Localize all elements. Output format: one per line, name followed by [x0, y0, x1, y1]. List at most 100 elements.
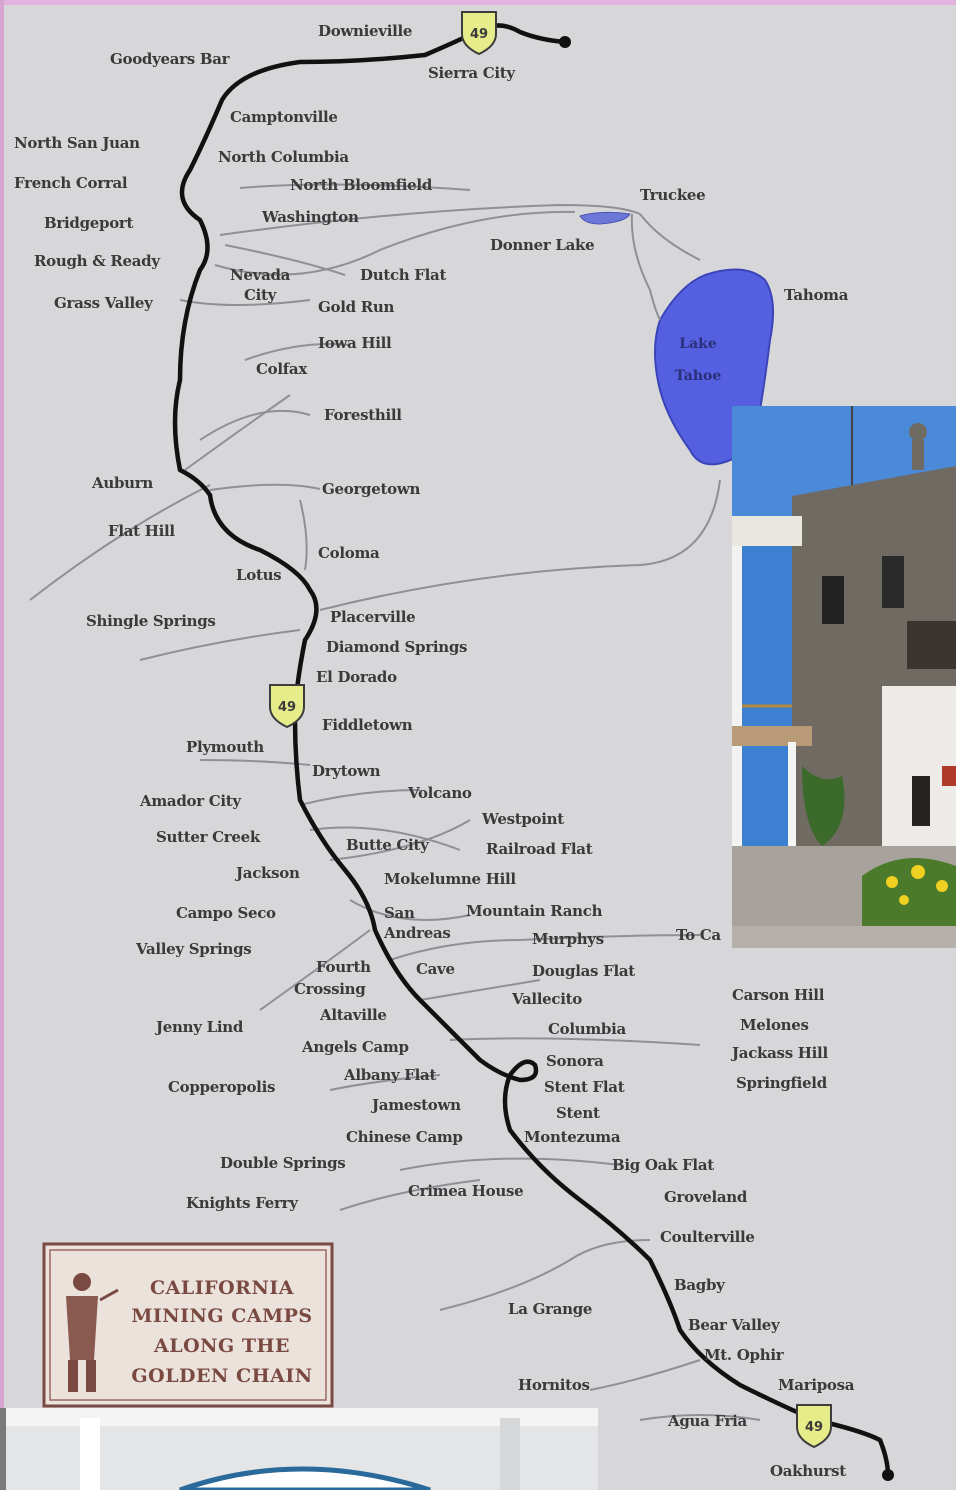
place-label: Carson Hill — [732, 986, 825, 1004]
place-label: Mountain Ranch — [466, 902, 603, 920]
svg-text:49: 49 — [470, 27, 488, 42]
svg-text:49: 49 — [805, 1420, 823, 1435]
place-label: Plymouth — [186, 738, 264, 756]
place-label: Valley Springs — [135, 940, 251, 958]
place-label: Goodyears Bar — [110, 50, 231, 68]
place-label: Jamestown — [370, 1096, 461, 1114]
place-label: Dutch Flat — [360, 266, 446, 284]
lake-tahoe-label: Tahoe — [675, 368, 722, 384]
place-label: Grass Valley — [54, 294, 154, 312]
place-label: North Columbia — [218, 148, 349, 166]
place-label: Crossing — [294, 980, 366, 998]
place-label: Groveland — [664, 1188, 748, 1206]
place-label: Copperopolis — [168, 1078, 275, 1096]
place-label: Cave — [416, 960, 455, 978]
highway-49-route — [172, 23, 891, 1478]
place-label: Iowa Hill — [318, 334, 392, 352]
place-label: Douglas Flat — [532, 962, 635, 980]
place-label: Coulterville — [660, 1228, 755, 1246]
building-photo — [732, 406, 956, 948]
map-cartouche: CALIFORNIA MINING CAMPS ALONG THE GOLDEN… — [42, 1242, 334, 1408]
highway-shield-icon: 49 — [269, 684, 305, 729]
place-label: Foresthill — [324, 406, 402, 424]
place-label: Mokelumne Hill — [384, 870, 516, 888]
place-label: Tahoma — [784, 286, 849, 304]
place-label: Montezuma — [524, 1128, 621, 1146]
place-label: Railroad Flat — [486, 840, 593, 858]
cartouche-title-line: CALIFORNIA — [150, 1277, 294, 1299]
place-label: La Grange — [508, 1300, 592, 1318]
place-label: Donner Lake — [490, 236, 594, 254]
place-label: Sierra City — [428, 64, 516, 82]
place-label: Colfax — [256, 360, 308, 378]
sign-photo — [0, 1408, 598, 1490]
place-label: Agua Fria — [667, 1412, 748, 1430]
place-label: Placerville — [330, 608, 415, 626]
place-label: Fiddletown — [322, 716, 413, 734]
place-label: Georgetown — [322, 480, 420, 498]
place-label: Stent Flat — [544, 1078, 625, 1096]
place-label: Auburn — [91, 474, 153, 492]
place-label: Knights Ferry — [186, 1194, 299, 1212]
donner-lake-shape — [579, 211, 631, 225]
highway-shield-icon: 49 — [461, 11, 497, 56]
place-label: Butte City — [346, 836, 430, 854]
place-label: Shingle Springs — [86, 612, 216, 630]
place-label: Angels Camp — [301, 1038, 409, 1056]
place-label: Bagby — [674, 1276, 726, 1294]
place-label: Big Oak Flat — [612, 1156, 714, 1174]
place-label: Truckee — [640, 186, 705, 204]
cartouche-title-line: GOLDEN CHAIN — [131, 1365, 312, 1387]
place-label: North Bloomfield — [290, 176, 433, 194]
place-label: Lotus — [236, 566, 281, 584]
place-label: Mt. Ophir — [704, 1346, 785, 1364]
place-label: Mariposa — [778, 1376, 855, 1394]
place-label: Flat Hill — [108, 522, 175, 540]
place-label: Jackson — [234, 864, 300, 882]
place-label: Jenny Lind — [154, 1018, 244, 1036]
place-label: Diamond Springs — [326, 638, 467, 656]
place-label: Sutter Creek — [156, 828, 261, 846]
place-label: Vallecito — [511, 990, 582, 1008]
left-border — [0, 0, 4, 1490]
miner-figure-icon — [66, 1273, 119, 1392]
place-label: Campo Seco — [176, 904, 276, 922]
place-label: Amador City — [139, 792, 242, 810]
route-end-dot — [559, 36, 571, 48]
place-label: Chinese Camp — [346, 1128, 463, 1146]
place-label: San — [384, 904, 415, 922]
place-label: North San Juan — [14, 134, 140, 152]
route-end-dot-south — [882, 1469, 894, 1481]
place-label: French Corral — [14, 174, 128, 192]
place-label: Camptonville — [230, 108, 338, 126]
place-label: Altaville — [319, 1006, 387, 1024]
place-label: Stent — [556, 1104, 600, 1122]
place-label: Westpoint — [481, 810, 564, 828]
place-label: El Dorado — [316, 668, 397, 686]
cartouche-title-line: MINING CAMPS — [131, 1305, 312, 1327]
place-label: Andreas — [383, 924, 451, 942]
place-label: Drytown — [312, 762, 381, 780]
place-label: Bear Valley — [688, 1316, 781, 1334]
place-label: Fourth — [316, 958, 371, 976]
place-label: Sonora — [546, 1052, 604, 1070]
place-label: City — [244, 286, 278, 304]
place-label: Albany Flat — [343, 1066, 436, 1084]
place-label: Columbia — [548, 1020, 627, 1038]
place-label: Murphys — [532, 930, 604, 948]
highway-shield-icon: 49 — [796, 1404, 832, 1449]
place-label: Bridgeport — [44, 214, 133, 232]
cartouche-title-line: ALONG THE — [153, 1335, 290, 1357]
place-labels: Downieville Goodyears Bar Sierra City Ca… — [14, 22, 855, 1480]
place-label: Double Springs — [220, 1154, 345, 1172]
place-label: Springfield — [736, 1074, 828, 1092]
place-label: Crimea House — [408, 1182, 523, 1200]
place-label: Jackass Hill — [730, 1044, 828, 1062]
place-label: Melones — [740, 1016, 809, 1034]
place-label: Washington — [261, 208, 359, 226]
place-label: Hornitos — [518, 1376, 590, 1394]
place-label: Gold Run — [318, 298, 394, 316]
place-label: To Ca — [676, 926, 721, 944]
